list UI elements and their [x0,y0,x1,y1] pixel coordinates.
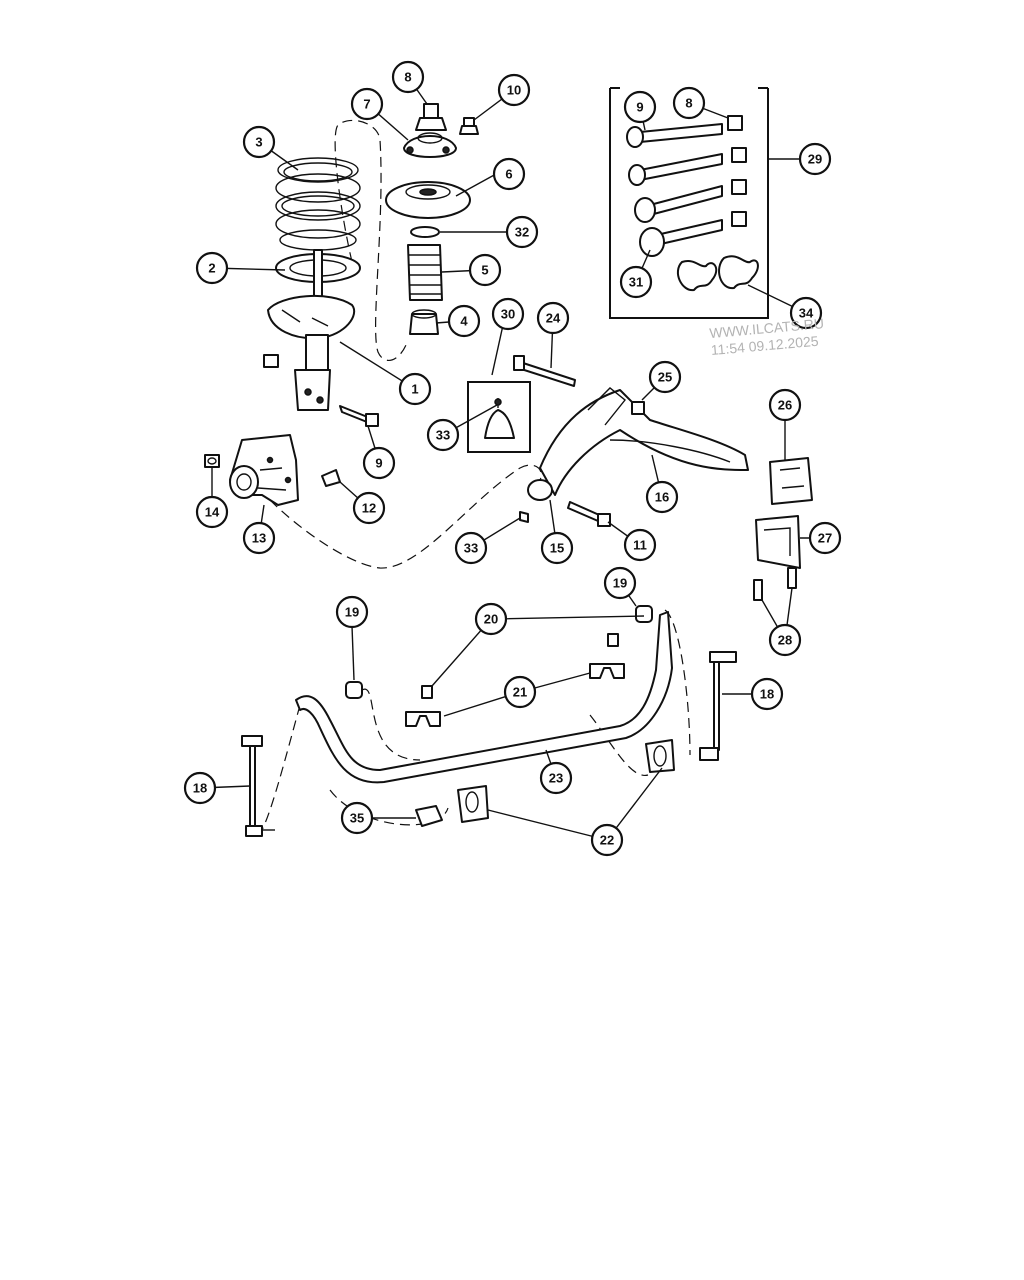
callout-14: 14 [195,495,229,529]
callout-18-left: 18 [183,771,217,805]
callout-12: 12 [352,491,386,525]
callout-31: 31 [619,265,653,299]
callout-10: 10 [497,73,531,107]
strut-mount-bearing [385,181,471,219]
callout-25: 25 [648,360,682,394]
svg-text:31: 31 [629,275,643,290]
svg-text:10: 10 [507,83,521,98]
stabilizer-bar [295,611,673,784]
svg-text:28: 28 [778,633,792,648]
svg-text:3: 3 [255,135,262,150]
callout-8: 8 [391,60,425,94]
lower-control-arm [513,355,749,527]
svg-text:6: 6 [505,167,512,182]
callout-28: 28 [768,623,802,657]
svg-text:16: 16 [655,490,669,505]
callout-20: 20 [474,602,508,636]
svg-text:18: 18 [193,781,207,796]
stabilizer-bushings-and-clamps [345,605,675,827]
svg-text:13: 13 [252,531,266,546]
callout-8-kit: 8 [672,86,706,120]
svg-text:14: 14 [205,505,220,520]
callout-26: 26 [768,388,802,422]
svg-text:30: 30 [501,307,515,322]
svg-text:34: 34 [799,306,814,321]
svg-text:9: 9 [375,456,382,471]
callout-23: 23 [539,761,573,795]
callout-1: 1 [398,372,432,406]
callout-24: 24 [536,301,570,335]
callout-11: 11 [623,528,657,562]
callout-19-left: 19 [335,595,369,629]
callout-4: 4 [447,304,481,338]
svg-text:4: 4 [460,314,468,329]
control-arm-bushings [753,457,813,601]
cam-bolt-kit [609,87,769,319]
svg-text:27: 27 [818,531,832,546]
ball-joint-boot-kit [467,381,531,523]
callout-7: 7 [350,87,384,121]
callout-9: 9 [362,446,396,480]
callout-30: 30 [491,297,525,331]
svg-text:1: 1 [411,382,418,397]
callout-5: 5 [468,253,502,287]
dashed-assembly-lines [261,119,691,831]
callout-3: 3 [242,125,276,159]
callout-13: 13 [242,521,276,555]
callout-15: 15 [540,531,574,565]
strut-upper-mount [403,103,479,158]
svg-text:21: 21 [513,685,527,700]
callout-32: 32 [505,215,539,249]
svg-text:12: 12 [362,501,376,516]
svg-text:5: 5 [481,263,488,278]
svg-text:25: 25 [658,370,672,385]
svg-text:26: 26 [778,398,792,413]
callout-6: 6 [492,157,526,191]
svg-text:19: 19 [345,605,359,620]
svg-text:8: 8 [685,96,692,111]
svg-text:24: 24 [546,311,561,326]
steering-knuckle-and-hub [204,354,379,506]
svg-text:9: 9 [636,100,643,115]
svg-text:33: 33 [464,541,478,556]
svg-text:19: 19 [613,576,627,591]
svg-text:29: 29 [808,152,822,167]
svg-text:8: 8 [404,70,411,85]
callout-18-right: 18 [750,677,784,711]
svg-text:18: 18 [760,687,774,702]
svg-text:15: 15 [550,541,564,556]
callout-27: 27 [808,521,842,555]
dust-boot-and-bumper [407,226,443,335]
svg-text:11: 11 [633,538,647,553]
svg-text:2: 2 [208,261,215,276]
svg-text:32: 32 [515,225,529,240]
svg-text:20: 20 [484,612,498,627]
strut-assembly [267,249,355,411]
callout-9-kit: 9 [623,90,657,124]
svg-text:7: 7 [363,97,370,112]
svg-text:23: 23 [549,771,563,786]
callout-34: 34 [789,296,823,330]
svg-text:33: 33 [436,428,450,443]
callout-29: 29 [798,142,832,176]
callout-2: 2 [195,251,229,285]
callout-19-right: 19 [603,566,637,600]
stabilizer-links [241,651,737,837]
callout-33-box: 33 [426,418,460,452]
callout-22: 22 [590,823,624,857]
coil-spring [275,157,361,251]
callout-21: 21 [503,675,537,709]
svg-text:35: 35 [350,811,364,826]
callout-35: 35 [340,801,374,835]
callout-16: 16 [645,480,679,514]
callout-33: 33 [454,531,488,565]
svg-text:22: 22 [600,833,614,848]
